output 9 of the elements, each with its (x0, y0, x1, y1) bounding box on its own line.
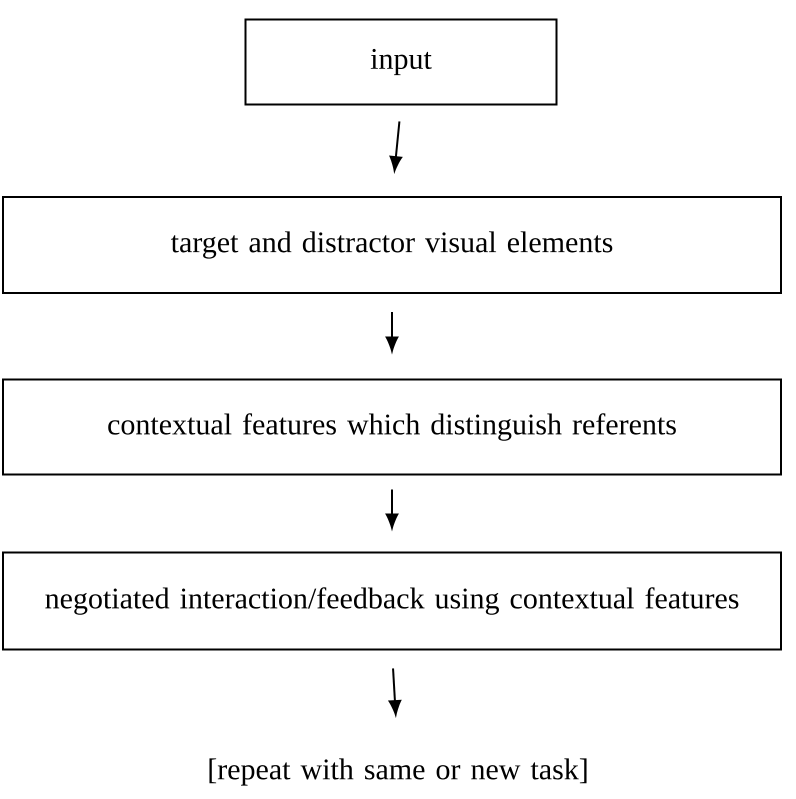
process-box: target and distractor visual elements (2, 196, 782, 294)
arrow (386, 312, 398, 352)
process-box: negotiated interaction/feedback using contextual features (2, 552, 782, 650)
arrow (388, 668, 402, 716)
arrow (386, 490, 398, 529)
arrow (390, 121, 402, 172)
note-text: [repeat with same or new task] (209, 758, 587, 786)
process-box: input (244, 18, 558, 106)
process-box: contextual features which distinguish referents (2, 378, 782, 476)
